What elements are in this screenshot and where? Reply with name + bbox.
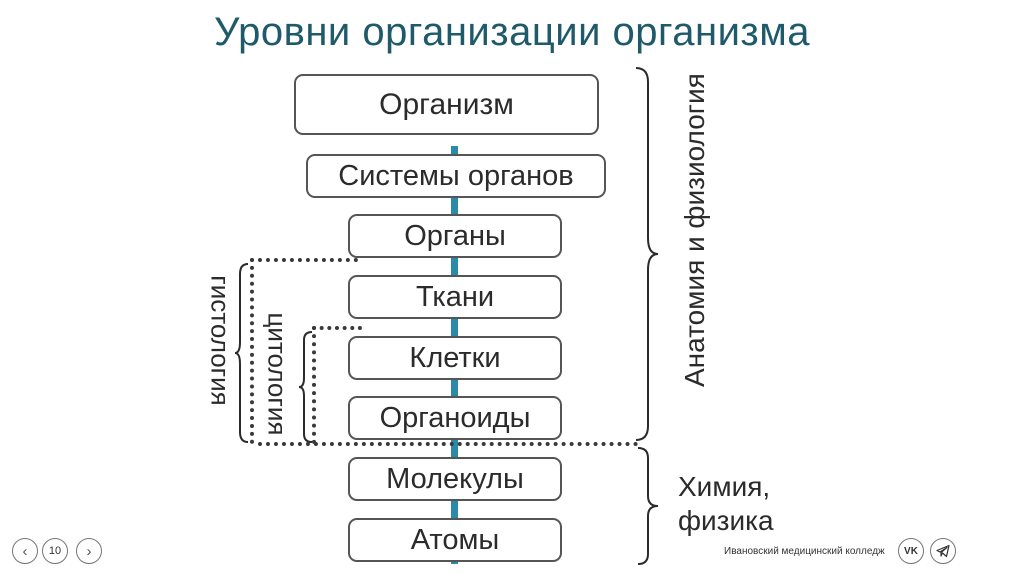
cytology-label: цитология (262, 312, 293, 436)
telegram-share-button[interactable] (930, 538, 956, 564)
level-box-cells: Клетки (348, 336, 562, 380)
vk-share-button[interactable]: VK (898, 538, 924, 564)
page-number: 10 (42, 538, 68, 564)
chemistry-divider-dashed-line (258, 442, 638, 446)
level-box-organ-systems: Системы органов (306, 154, 606, 198)
cytology-top-dashed-line (312, 326, 362, 330)
page-title: Уровни организации организма (213, 10, 811, 54)
chemistry-label-line1: Химия, (678, 471, 771, 502)
cytology-left-dashed-line (312, 326, 316, 444)
anatomy-physiology-label: Анатомия и физиология (679, 73, 710, 387)
histology-left-dashed-line (250, 258, 254, 444)
histology-top-dashed-line (250, 258, 358, 262)
chemistry-label-line2: физика (678, 505, 774, 536)
cytology-brace-icon (298, 331, 313, 443)
histology-label: гистология (205, 275, 236, 406)
prev-slide-button[interactable]: ‹ (12, 538, 38, 564)
level-box-organs: Органы (348, 214, 562, 258)
anatomy-brace-icon (635, 67, 659, 441)
telegram-icon (936, 544, 950, 558)
chemistry-brace-icon (637, 447, 659, 565)
level-box-atoms: Атомы (348, 518, 562, 562)
histology-brace-icon (234, 263, 249, 443)
level-box-organism: Организм (294, 74, 599, 135)
college-name: Ивановский медицинский колледж (724, 546, 885, 557)
chemistry-physics-label: Химия, физика (678, 470, 774, 538)
level-box-molecules: Молекулы (348, 457, 562, 501)
next-slide-button[interactable]: › (76, 538, 102, 564)
level-box-organelles: Органоиды (348, 396, 562, 440)
level-box-tissues: Ткани (348, 275, 562, 319)
